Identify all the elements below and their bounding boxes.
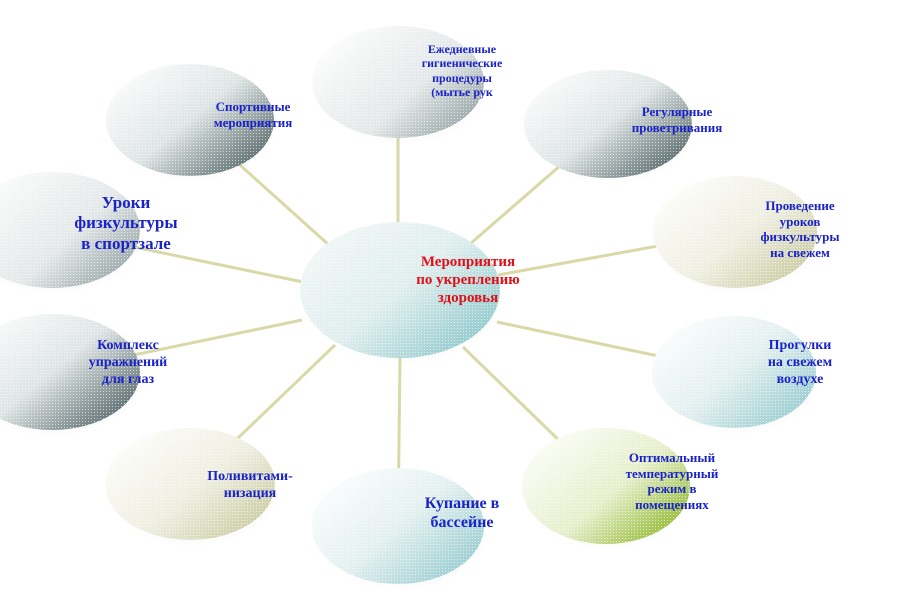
node-walks-label-line: Прогулки <box>768 338 832 353</box>
node-temperature-label-line: помещениях <box>635 496 709 512</box>
node-temperature-label-line: температурный <box>625 465 719 481</box>
node-daily-hygiene-label-line: Ежедневные <box>427 42 497 56</box>
node-daily-hygiene-label-line: (мытье рук <box>431 85 493 100</box>
node-sports-events-texture <box>106 64 274 176</box>
node-outdoor-pe-label-line: на свежем <box>770 244 830 260</box>
node-temperature-texture <box>522 428 690 544</box>
node-daily-hygiene-label-line: процедуры <box>432 70 492 85</box>
node-daily-hygiene-texture <box>312 26 484 138</box>
node-ventilation-texture <box>524 70 692 178</box>
node-daily-hygiene-label-line: гигиенические <box>421 56 503 71</box>
node-eye-exercises-label-line: Комплекс <box>97 338 159 353</box>
node-walks-texture <box>652 316 816 428</box>
center-node-label-line: Мероприятия <box>420 254 516 270</box>
node-gym-pe-texture <box>0 172 140 288</box>
node-eye-exercises-texture <box>0 314 140 430</box>
node-swimming-label-line: бассейне <box>430 514 494 532</box>
node-outdoor-pe-texture <box>653 176 817 288</box>
center-node-label-line: по укреплению <box>416 272 520 288</box>
node-ellipses <box>0 26 822 591</box>
node-eye-exercises-label-line: упражнений <box>88 354 168 370</box>
node-ventilation-label-line: проветривания <box>631 119 723 135</box>
node-outdoor-pe-label-line: уроков <box>779 213 821 229</box>
center-node-label: Мероприятия по укреплению здоровья <box>416 253 520 307</box>
node-swimming-label-line: Купание в <box>424 495 500 512</box>
node-outdoor-pe-label-line: Проведение <box>765 198 835 213</box>
node-eye-exercises-label-line: для глаз <box>101 371 155 387</box>
node-gym-pe-label-line: Уроки <box>101 193 151 212</box>
node-vitamins-label: Поливитами-низация <box>207 469 293 503</box>
node-walks-label-line: на свежем <box>767 354 833 370</box>
center-node-texture <box>300 222 500 358</box>
node-outdoor-pe-label-line: физкультуры <box>760 229 840 245</box>
node-vitamins-label-line: низация <box>223 485 277 501</box>
node-sports-events-label-line: мероприятия <box>213 114 293 130</box>
node-vitamins-texture <box>105 428 275 540</box>
node-swimming-label: Купание в бассейне <box>425 494 500 532</box>
node-temperature-label-line: Оптимальный <box>628 450 716 465</box>
center-node-label-line: здоровья <box>437 290 499 306</box>
node-walks-label-line: воздухе <box>776 371 824 387</box>
node-gym-pe-label-line: физкультуры <box>74 213 178 233</box>
node-ventilation-label-line: Регулярные <box>641 104 713 119</box>
node-gym-pe-label-line: в спортзале <box>81 233 171 253</box>
node-temperature-label-line: режим в <box>647 481 697 497</box>
node-sports-events-label-line: Спортивные <box>215 99 291 114</box>
node-swimming-texture <box>312 468 484 584</box>
node-vitamins-label-line: Поливитами- <box>207 469 293 484</box>
